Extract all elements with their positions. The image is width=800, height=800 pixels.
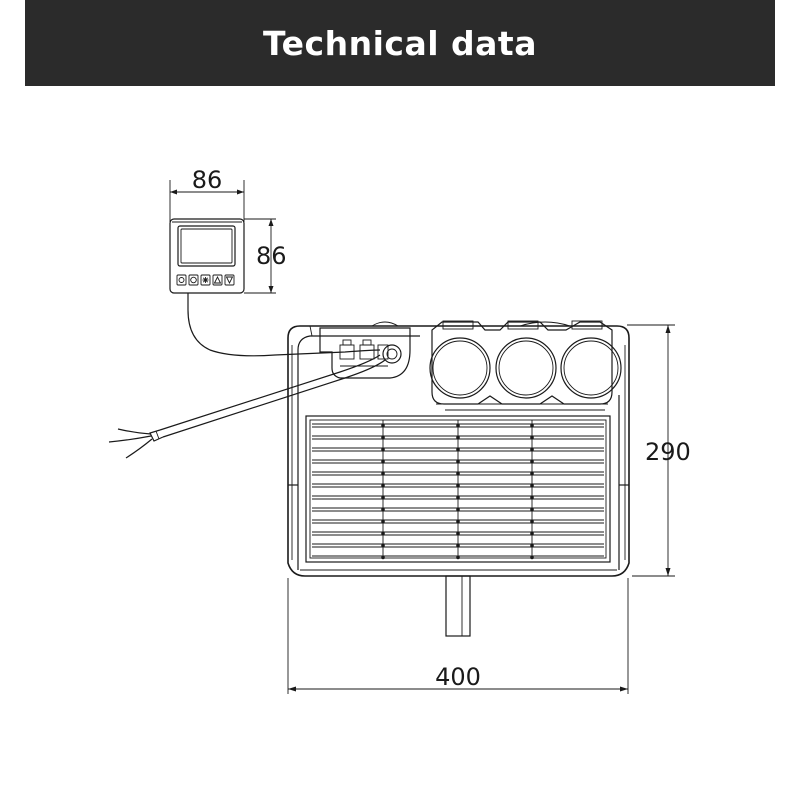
unit-height-label: 290 — [645, 438, 691, 466]
drain-pipe — [445, 575, 471, 637]
power-icon — [176, 274, 187, 286]
vent-outlets — [429, 320, 622, 411]
air-conditioner-unit — [287, 320, 630, 637]
controller-height-label: 86 — [256, 242, 287, 270]
controller-panel — [169, 218, 245, 294]
mode-icon — [188, 274, 199, 286]
connector-box — [319, 327, 411, 379]
header-bar: Technical data — [25, 0, 775, 86]
fan-icon — [200, 274, 211, 286]
controller-width-label: 86 — [192, 166, 223, 194]
up-arrow-icon — [212, 274, 223, 286]
unit-width-dimension: 400 — [287, 578, 629, 694]
controller-screen — [177, 225, 236, 267]
down-arrow-icon — [224, 274, 235, 286]
controller-cable — [187, 293, 381, 357]
power-cable — [108, 354, 386, 459]
unit-height-dimension: 290 — [627, 324, 691, 577]
controller-height-dimension: 86 — [244, 218, 287, 294]
air-grille — [305, 415, 611, 563]
page-title: Technical data — [263, 23, 537, 63]
controller-width-dimension: 86 — [169, 166, 245, 222]
unit-width-label: 400 — [435, 663, 481, 691]
